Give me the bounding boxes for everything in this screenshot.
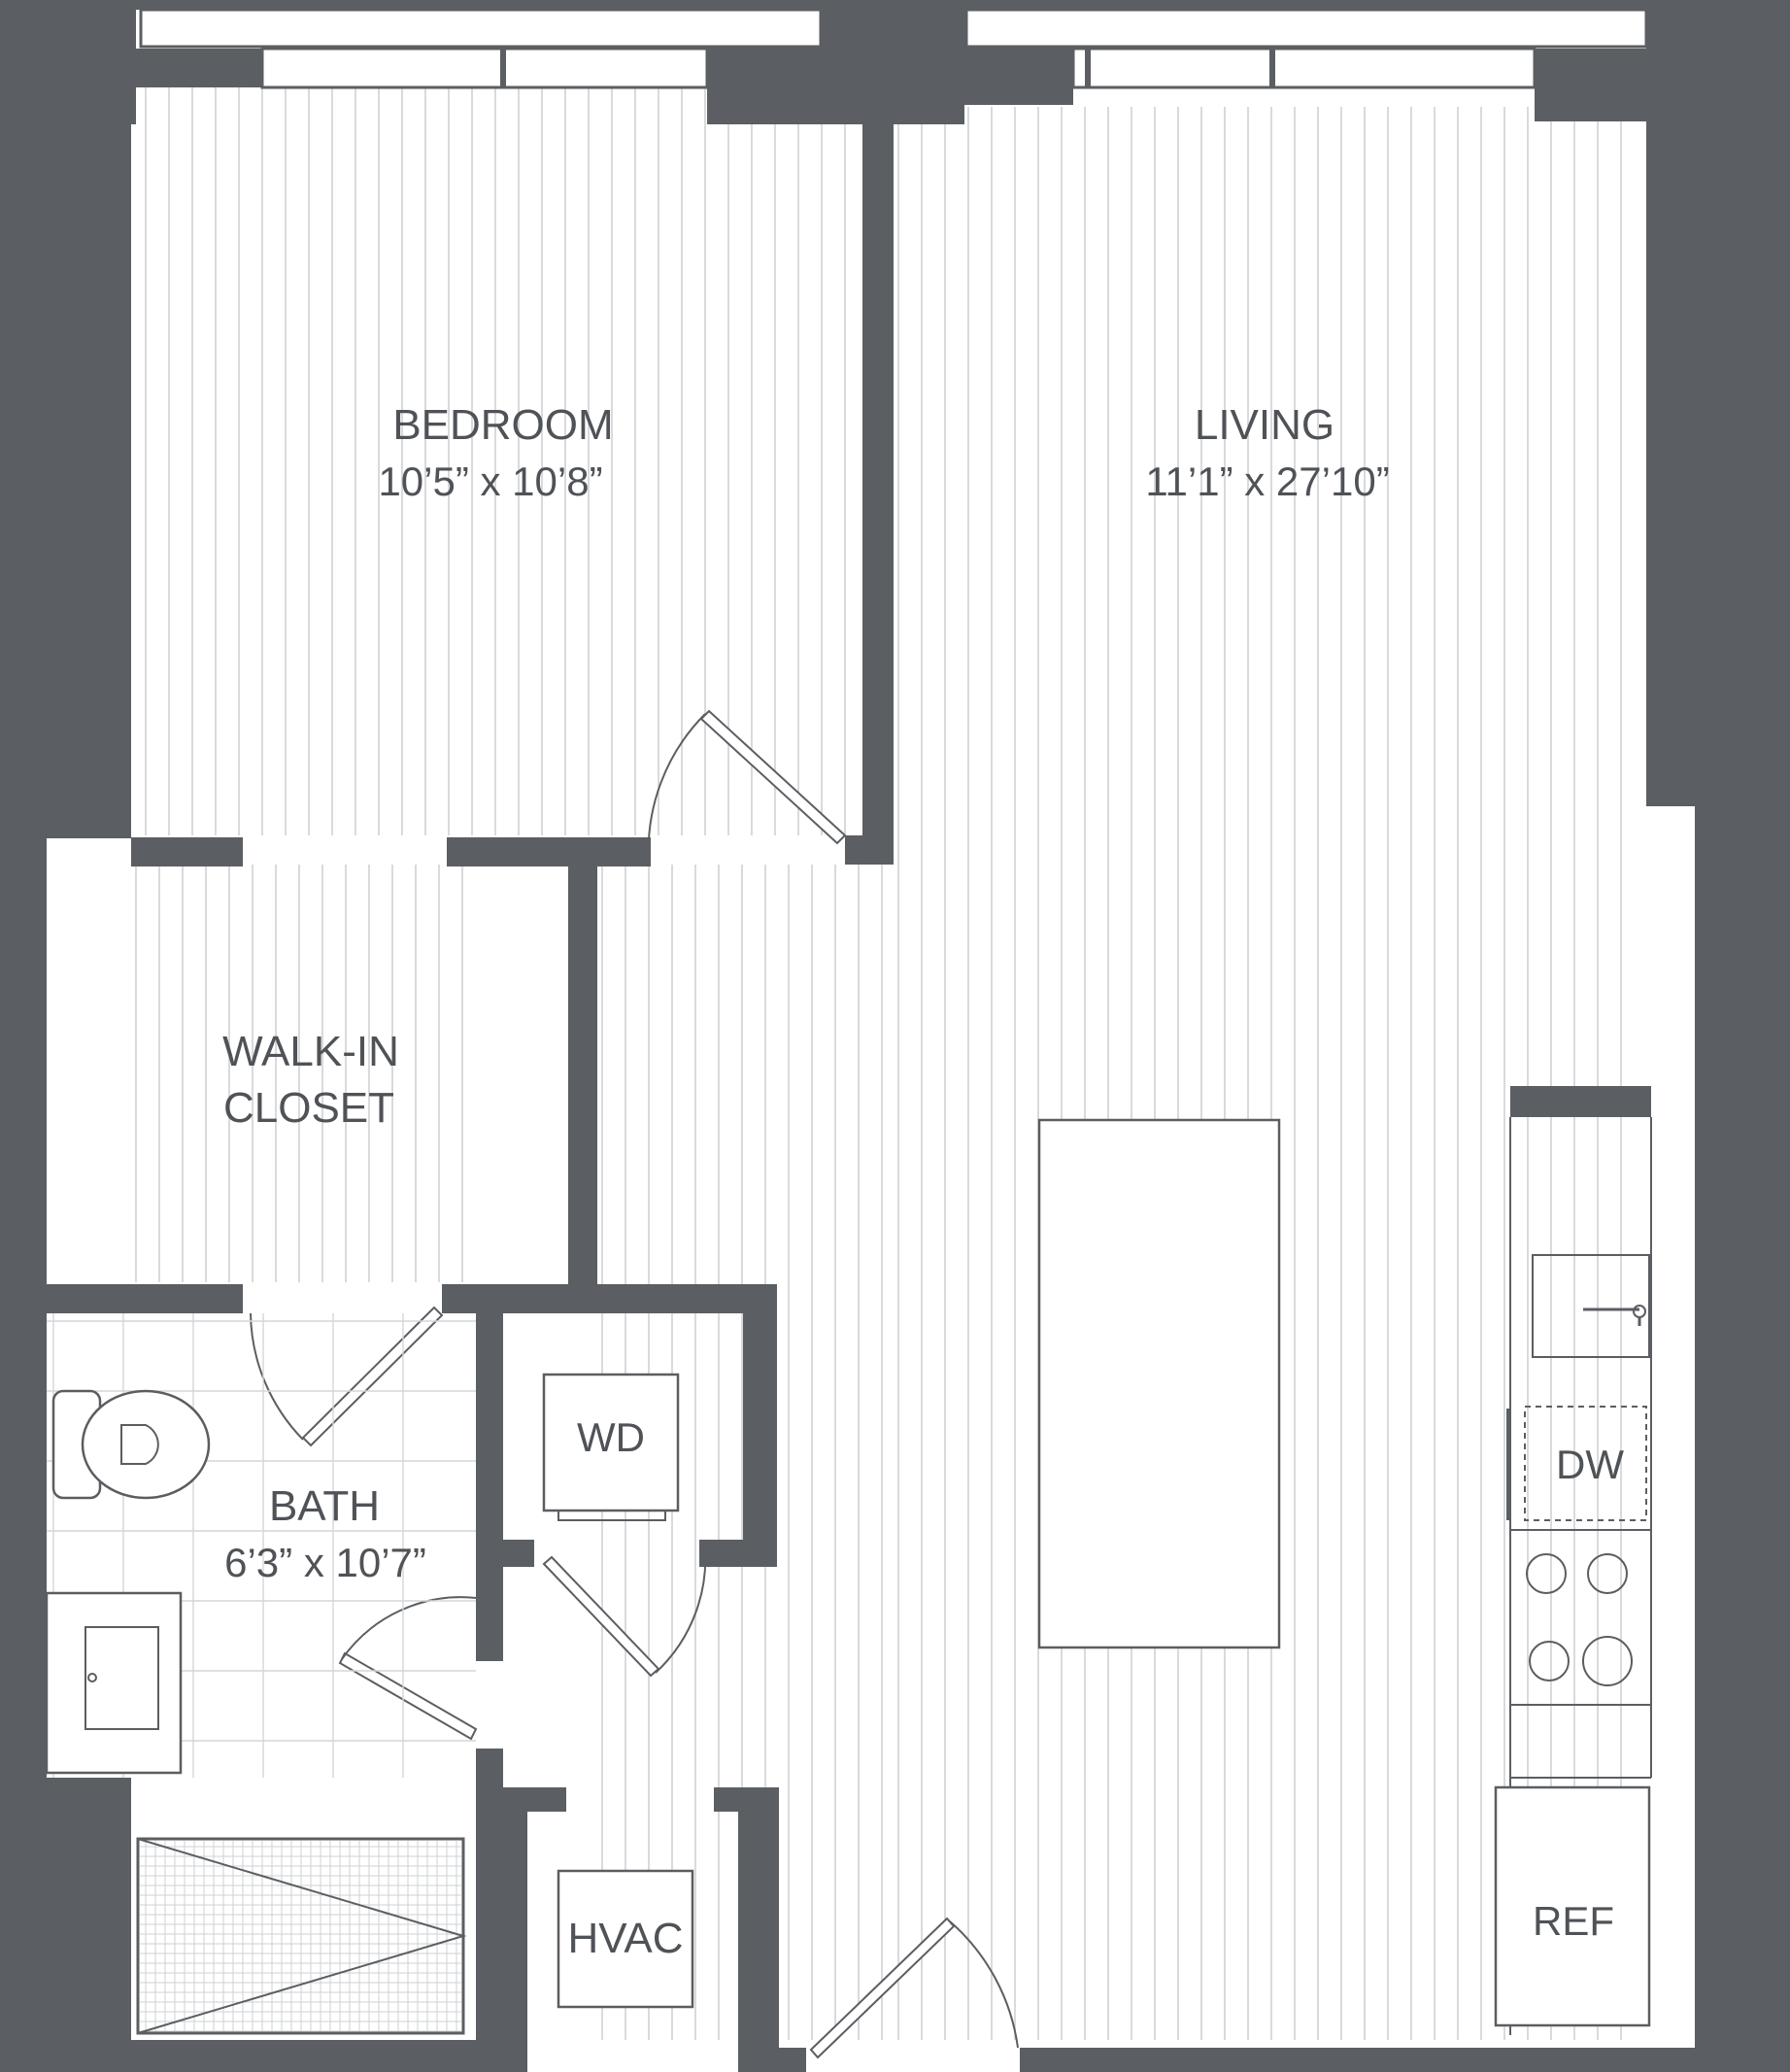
refrigerator-icon: REF xyxy=(1494,1785,1651,2027)
refrigerator-label: REF xyxy=(1533,1898,1614,1944)
dishwasher-icon: DW xyxy=(1506,1406,1647,1521)
bath-vanity-icon xyxy=(45,1591,183,1775)
bath-dimensions: 6’3” x 10’7” xyxy=(224,1540,426,1585)
kitchen-island xyxy=(1037,1118,1281,1649)
cooktop-icon xyxy=(1526,1553,1633,1686)
kitchen-sink-icon xyxy=(1532,1254,1650,1358)
bath-name: BATH xyxy=(269,1482,380,1530)
bedroom-name: BEDROOM xyxy=(392,401,613,449)
bedroom-dimensions: 10’5” x 10’8” xyxy=(378,459,602,504)
dishwasher-label: DW xyxy=(1556,1442,1624,1487)
floor-planks xyxy=(135,87,1622,2040)
hvac-icon: HVAC xyxy=(557,1869,694,2009)
toilet-icon xyxy=(51,1389,211,1500)
washer-dryer-label: WD xyxy=(577,1414,645,1460)
closet-name-line1: WALK-IN xyxy=(222,1028,399,1075)
washer-dryer-icon: WD xyxy=(542,1373,680,1521)
room-labels: BEDROOM 10’5” x 10’8” LIVING 11’1” x 27’… xyxy=(222,401,1390,1585)
doors xyxy=(250,709,1019,2059)
fixtures: WD HVAC DW xyxy=(45,1117,1652,2035)
living-dimensions: 11’1” x 27’10” xyxy=(1145,459,1389,504)
shower-icon xyxy=(136,1837,467,2035)
windows xyxy=(139,8,1648,89)
living-name: LIVING xyxy=(1195,401,1334,449)
hvac-label: HVAC xyxy=(568,1915,684,1962)
closet-name-line2: CLOSET xyxy=(223,1084,394,1132)
